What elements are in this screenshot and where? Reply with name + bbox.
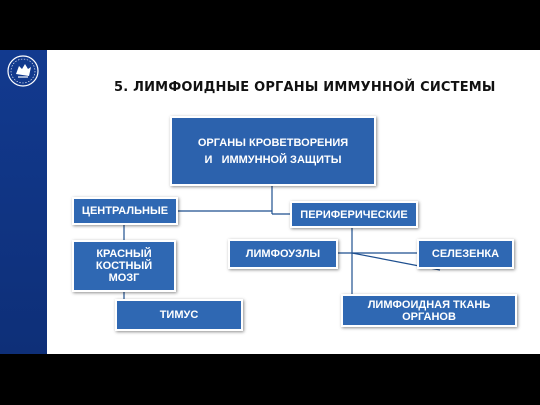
node-central: ЦЕНТРАЛЬНЫЕ bbox=[72, 197, 178, 225]
node-root-line1: ОРГАНЫ КРОВЕТВОРЕНИЯ bbox=[197, 136, 349, 149]
node-spleen-label: СЕЛЕЗЕНКА bbox=[431, 248, 500, 260]
node-bone-marrow: КРАСНЫЙ КОСТНЫЙ МОЗГ bbox=[72, 240, 176, 292]
slide: 5. ЛИМФОИДНЫЕ ОРГАНЫ ИММУННОЙ СИСТЕМЫ ОР… bbox=[0, 50, 540, 354]
node-spleen: СЕЛЕЗЕНКА bbox=[417, 239, 514, 269]
node-lymphoid-tissue-line2: ОРГАНОВ bbox=[402, 310, 456, 323]
node-lymph-nodes-label: ЛИМФОУЗЛЫ bbox=[245, 248, 321, 260]
page-title: 5. ЛИМФОИДНЫЕ ОРГАНЫ ИММУННОЙ СИСТЕМЫ bbox=[114, 80, 496, 95]
node-thymus: ТИМУС bbox=[115, 299, 243, 331]
node-bone-marrow-line1: КРАСНЫЙ bbox=[96, 248, 152, 260]
node-lymphoid-tissue: ЛИМФОИДНАЯ ТКАНЬ ОРГАНОВ bbox=[341, 294, 517, 327]
node-thymus-label: ТИМУС bbox=[159, 309, 199, 321]
node-bone-marrow-line3: МОЗГ bbox=[108, 272, 140, 284]
node-central-label: ЦЕНТРАЛЬНЫЕ bbox=[81, 205, 169, 217]
node-lymph-nodes: ЛИМФОУЗЛЫ bbox=[228, 239, 338, 269]
node-peripheral-label: ПЕРИФЕРИЧЕСКИЕ bbox=[300, 208, 408, 221]
node-bone-marrow-line2: КОСТНЫЙ bbox=[95, 260, 153, 272]
node-root-line2: И ИММУННОЙ ЗАЩИТЫ bbox=[204, 153, 342, 166]
emblem-icon bbox=[7, 55, 39, 87]
node-root: ОРГАНЫ КРОВЕТВОРЕНИЯ И ИММУННОЙ ЗАЩИТЫ bbox=[170, 116, 376, 186]
node-lymphoid-tissue-line1: ЛИМФОИДНАЯ ТКАНЬ bbox=[367, 298, 491, 311]
sidebar bbox=[0, 50, 47, 354]
node-peripheral: ПЕРИФЕРИЧЕСКИЕ bbox=[290, 201, 418, 228]
